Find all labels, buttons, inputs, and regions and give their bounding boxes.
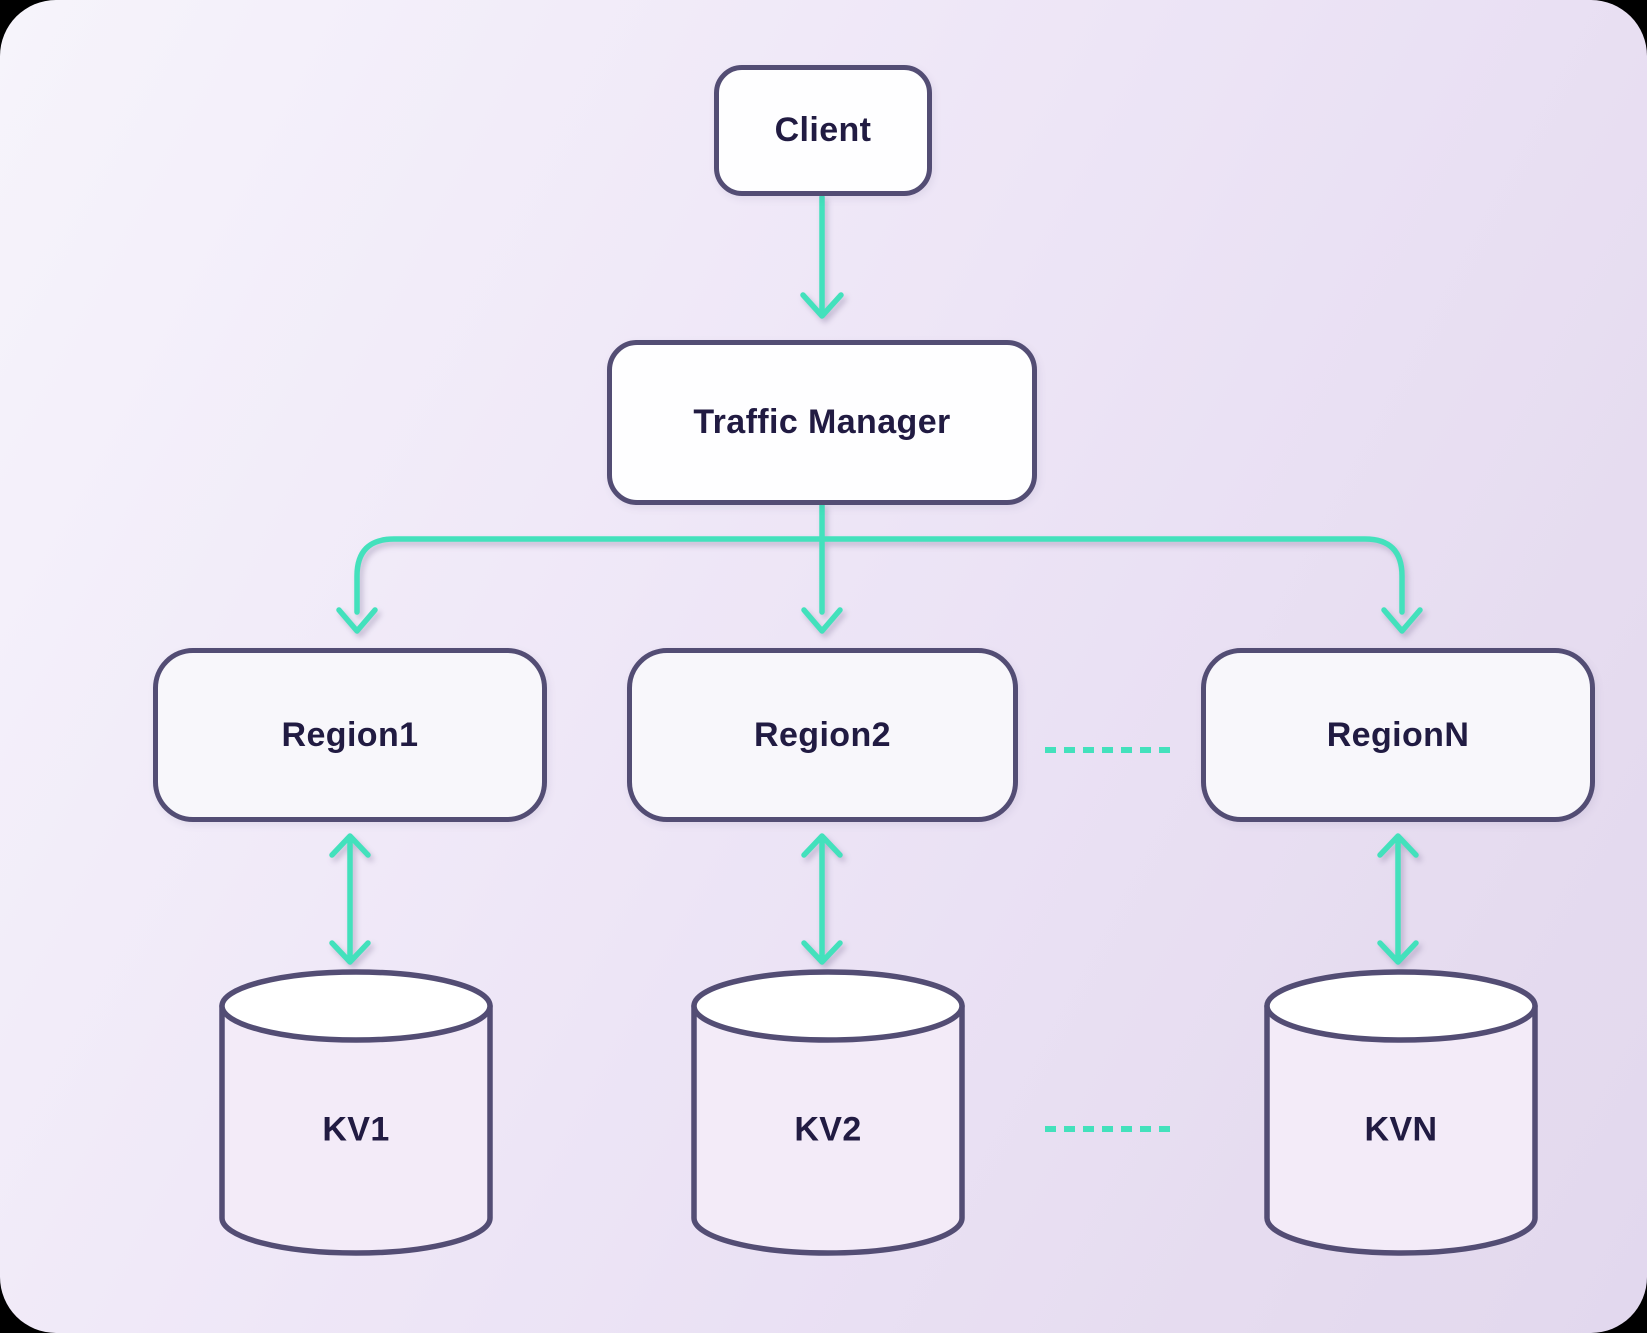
traffic-manager-node: Traffic Manager	[607, 340, 1037, 505]
kv2-label: KV2	[794, 1110, 862, 1149]
arrow-regionn-kvn-bidirectional	[1377, 833, 1419, 965]
arrow-region2-kv2-bidirectional	[801, 833, 843, 965]
kv2-cylinder	[691, 969, 965, 1256]
arrow-region1-kv1-bidirectional	[329, 833, 371, 965]
client-node: Client	[714, 65, 932, 196]
region2-node: Region2	[627, 648, 1018, 822]
regionn-node: RegionN	[1201, 648, 1595, 822]
fanout-arrowheads	[336, 607, 1423, 634]
region2-label: Region2	[754, 715, 891, 754]
regionn-label: RegionN	[1326, 715, 1470, 754]
traffic-manager-label: Traffic Manager	[693, 403, 951, 441]
client-label: Client	[774, 111, 872, 149]
kv1-label: KV1	[322, 1110, 390, 1149]
kv1-cylinder	[219, 969, 493, 1256]
region1-label: Region1	[281, 715, 419, 754]
kvn-cylinder	[1264, 969, 1538, 1256]
kvn-label: KVN	[1364, 1110, 1438, 1149]
arrow-client-to-traffic-manager	[800, 194, 844, 319]
fanout-rail	[354, 502, 1405, 615]
region1-node: Region1	[153, 648, 547, 822]
